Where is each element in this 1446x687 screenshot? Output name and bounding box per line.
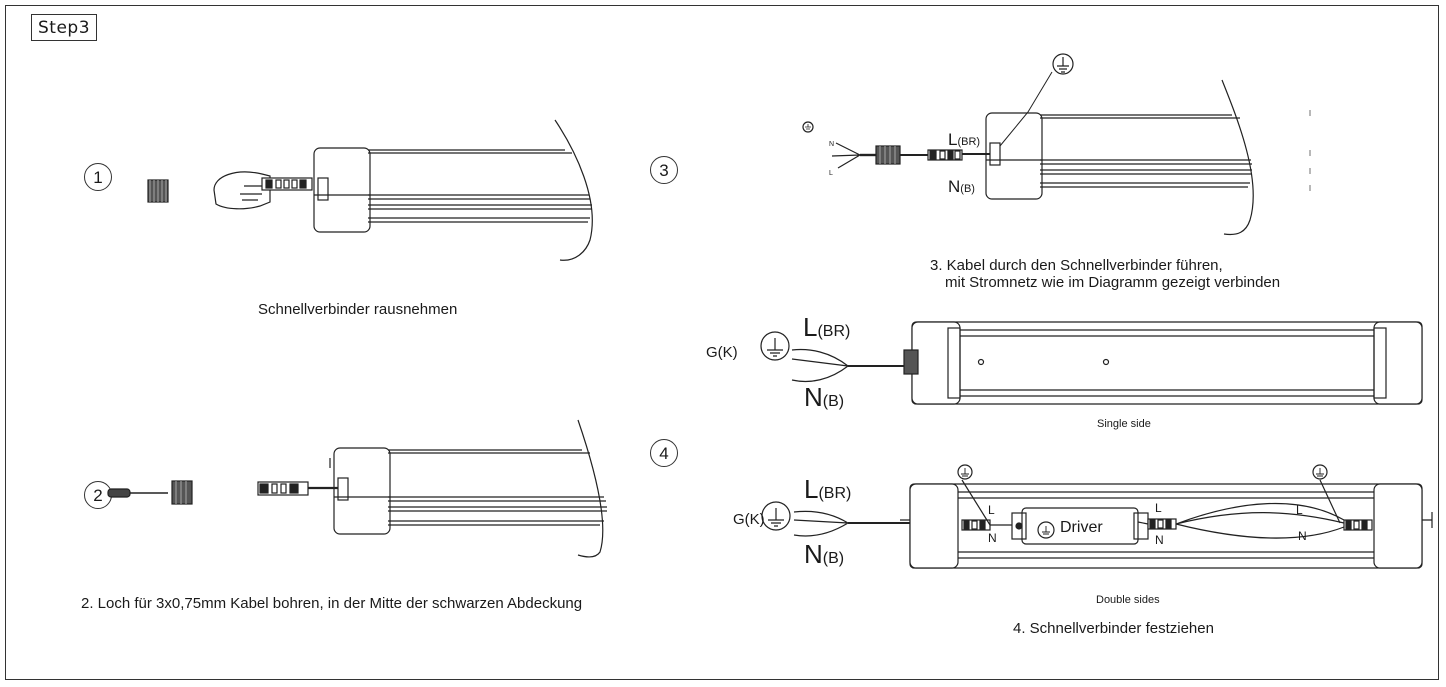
step2-fixture bbox=[329, 419, 607, 558]
driver-label: Driver bbox=[1060, 519, 1103, 536]
step1-fixture bbox=[313, 119, 593, 261]
step3-L-label: L(BR) bbox=[948, 130, 980, 149]
step3-wire-N: N bbox=[829, 141, 834, 148]
step3-fixture bbox=[985, 79, 1311, 236]
step4-caption: 4. Schnellverbinder festziehen bbox=[1013, 620, 1214, 637]
double-wire-L-mid: L bbox=[1155, 501, 1162, 515]
step2-caption: 2. Loch für 3x0,75mm Kabel bohren, in de… bbox=[81, 595, 583, 612]
hand-icon bbox=[213, 171, 313, 210]
single-side-label: Single side bbox=[1097, 418, 1151, 430]
double-sides-wiring bbox=[761, 464, 1328, 537]
single-side-fixture bbox=[903, 321, 1423, 405]
screwdriver-icon bbox=[107, 488, 168, 498]
step2-connector bbox=[257, 481, 338, 496]
step3-caption-line1: 3. Kabel durch den Schnellverbinder führ… bbox=[930, 257, 1223, 274]
single-side-wiring bbox=[760, 331, 904, 383]
double-G-label: G(K) bbox=[733, 511, 765, 528]
single-L-label: L(BR) bbox=[803, 312, 850, 342]
double-wire-L-left: L bbox=[988, 503, 995, 517]
step3-N-label: N(B) bbox=[948, 177, 975, 196]
double-sides-label: Double sides bbox=[1096, 594, 1160, 606]
double-wire-L-right: L bbox=[1296, 503, 1303, 517]
double-wire-N-mid: N bbox=[1155, 533, 1164, 547]
step3-caption-line2: mit Stromnetz wie im Diagramm gezeigt ve… bbox=[945, 274, 1281, 291]
step1-cap-nut bbox=[147, 179, 169, 203]
page-frame bbox=[5, 5, 1439, 680]
double-sides-fixture bbox=[900, 479, 1433, 569]
single-N-label: N(B) bbox=[804, 382, 844, 412]
single-G-label: G(K) bbox=[706, 344, 738, 361]
step-number-4: 4 bbox=[650, 439, 678, 467]
step3-wiring bbox=[802, 71, 1053, 169]
double-L-label: L(BR) bbox=[804, 474, 851, 504]
double-wire-N-left: N bbox=[988, 531, 997, 545]
step-title: Step3 bbox=[31, 14, 98, 41]
step-number-1: 1 bbox=[84, 163, 112, 191]
step2-cap-nut bbox=[171, 480, 193, 505]
double-wire-N-right: N bbox=[1298, 529, 1307, 543]
step1-caption: Schnellverbinder rausnehmen bbox=[258, 301, 458, 318]
double-N-label: N(B) bbox=[804, 539, 844, 569]
ground-symbol-icon bbox=[1052, 53, 1074, 75]
step3-wire-L: L bbox=[829, 170, 833, 177]
step-number-3: 3 bbox=[650, 156, 678, 184]
